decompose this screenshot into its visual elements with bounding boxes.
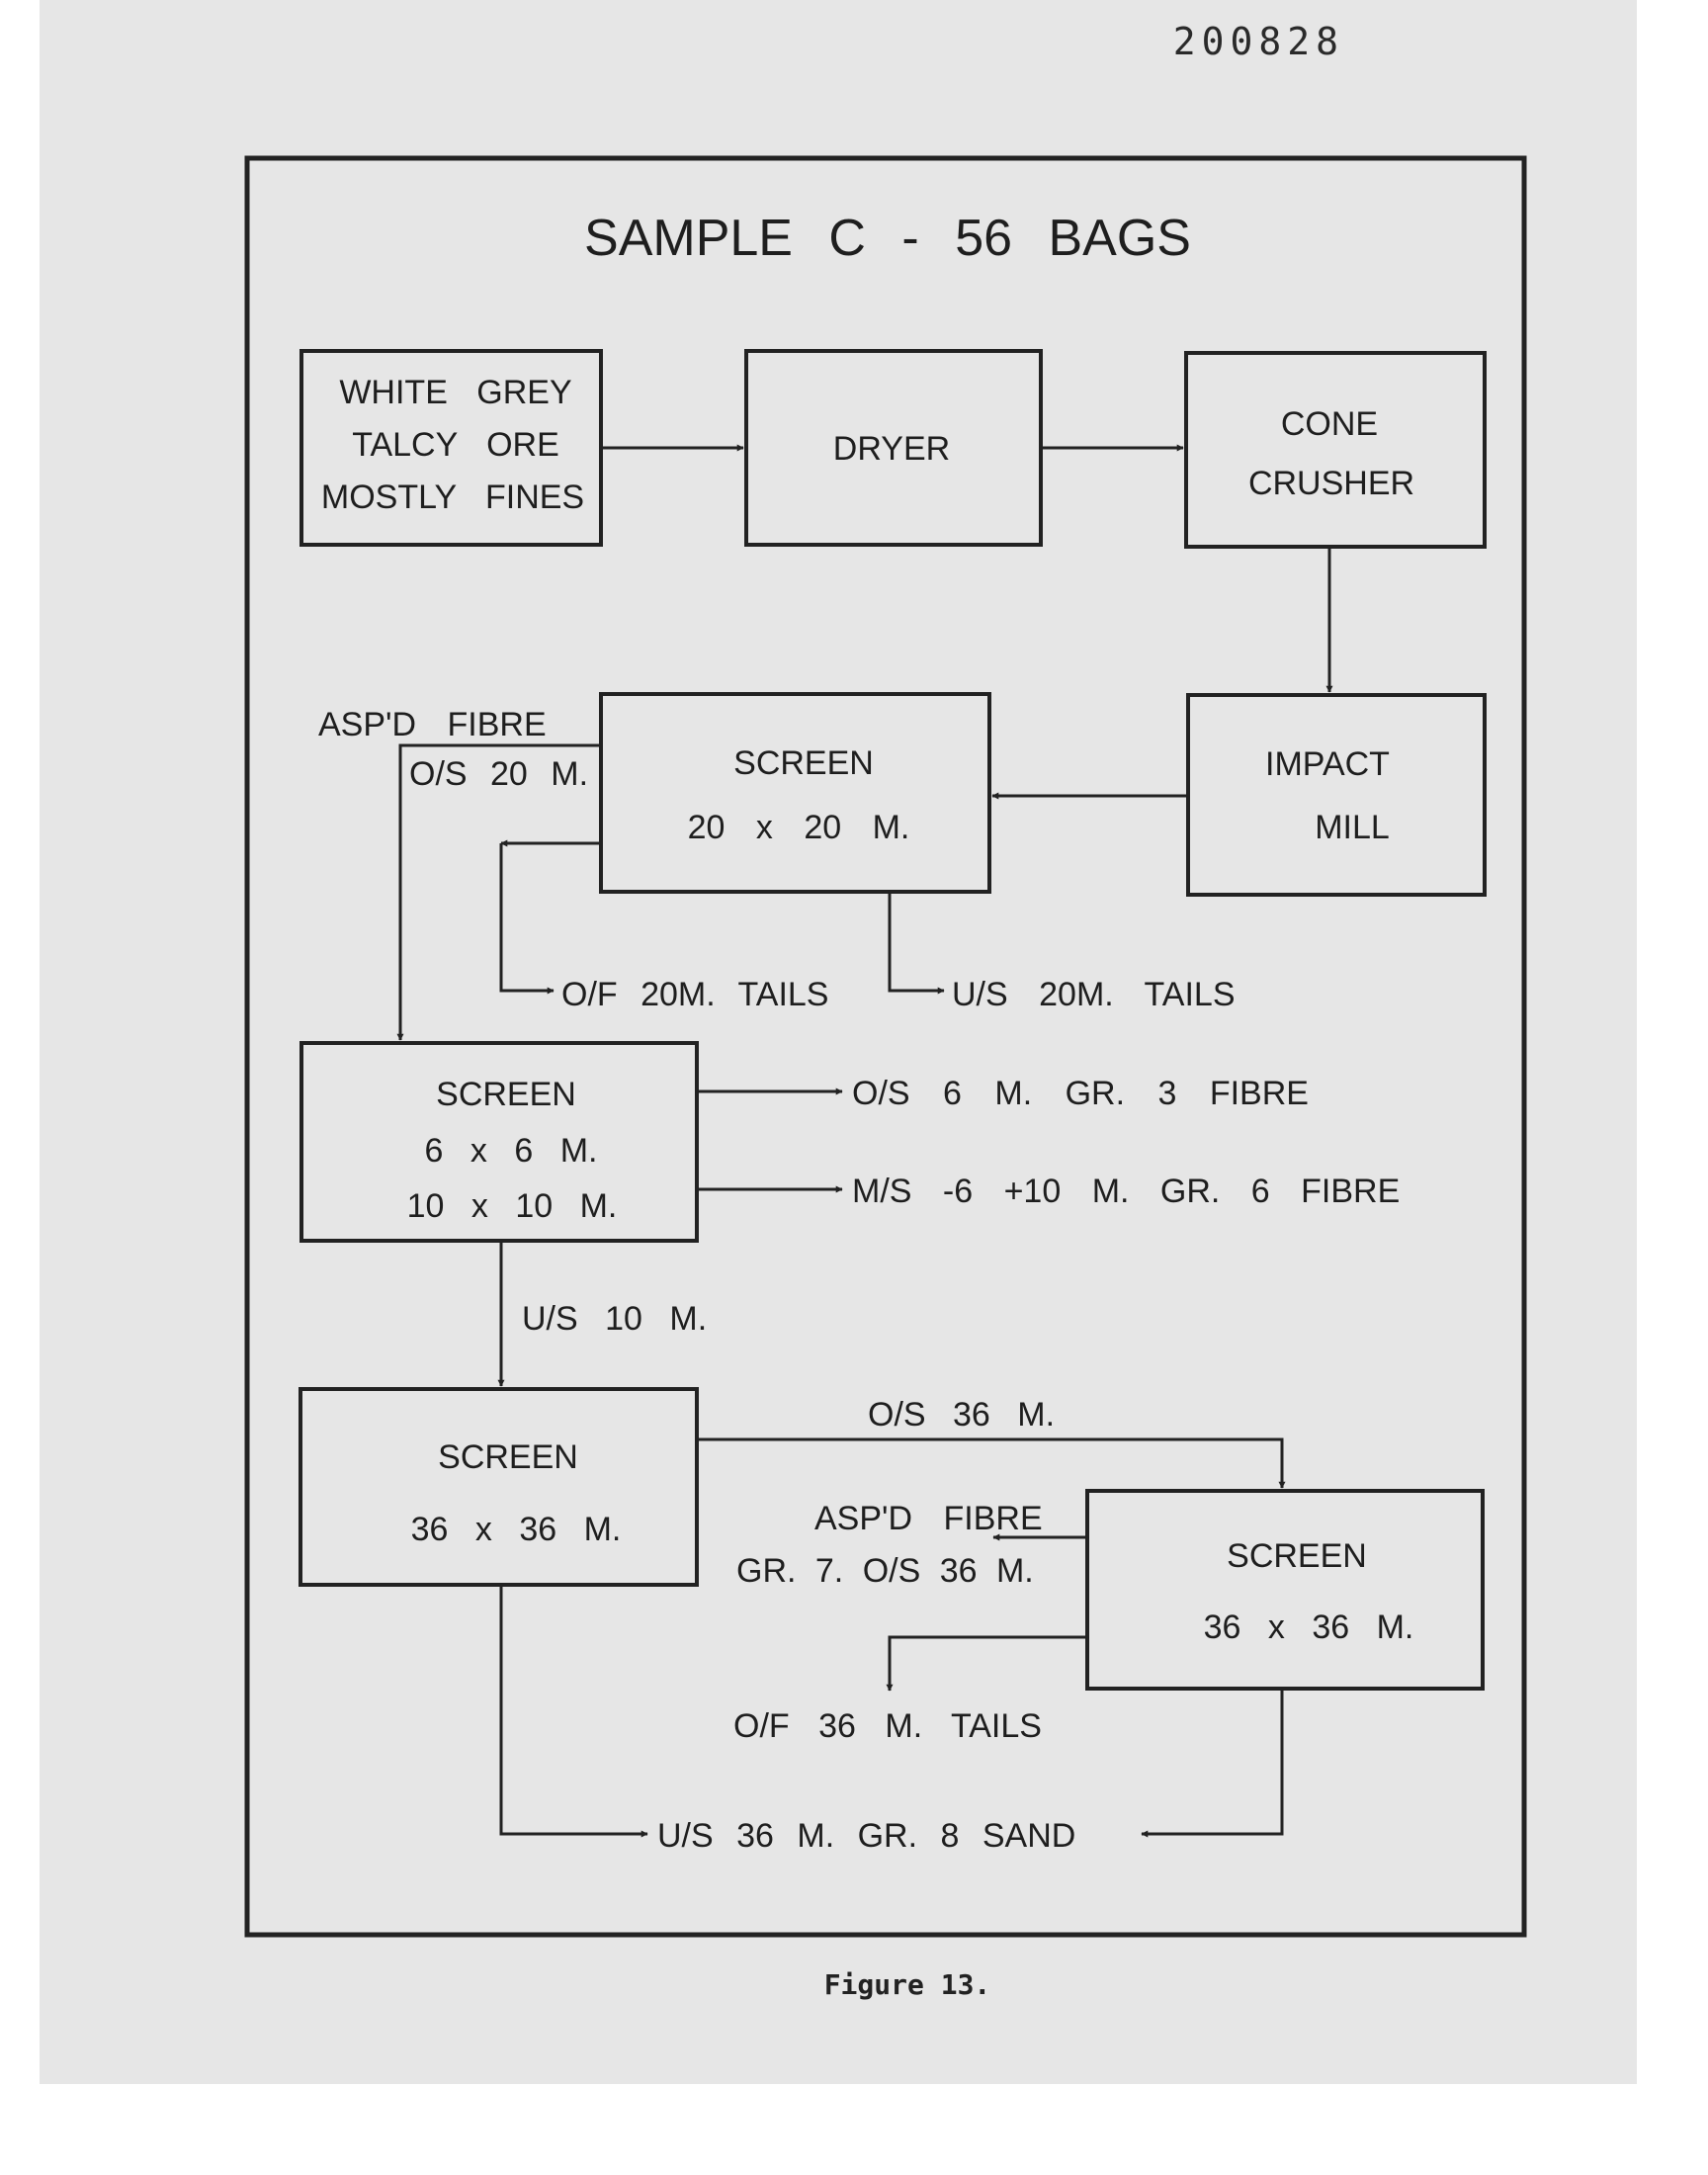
node-screen-36b: SCREEN 36 x 36 M. (1085, 1489, 1485, 1691)
label-us-10m: U/S 10 M. (522, 1300, 707, 1338)
edge-screen-36b-to-us-36m-sand (1141, 1689, 1284, 1838)
node-screen-36a: SCREEN 36 x 36 M. (299, 1387, 699, 1587)
page-number: 200828 (1173, 20, 1344, 63)
diagram-title: SAMPLE C - 56 BAGS (584, 210, 1191, 267)
label-aspd-fibre-36: ASP'D FIBRE (814, 1500, 1043, 1537)
label-of-36m-tails: O/F 36 M. TAILS (733, 1707, 1042, 1745)
node-screen-36b-box (1085, 1489, 1485, 1691)
node-cone-crusher-box (1184, 351, 1487, 549)
node-screen-20-line-2: 20 x 20 M. (688, 809, 910, 846)
node-impact-mill: IMPACT MILL (1186, 693, 1487, 897)
node-screen-20: SCREEN 20 x 20 M. (599, 692, 991, 894)
node-screen-6-10-line-2: 6 x 6 M. (425, 1132, 598, 1170)
edge-screen-20-oversize-to-screen-6-10 (396, 743, 601, 1041)
node-screen-6-10: SCREEN 6 x 6 M. 10 x 10 M. (299, 1041, 699, 1243)
edge-screen-36a-to-us-36m-sand (499, 1585, 648, 1838)
node-cone-crusher: CONE CRUSHER (1184, 351, 1487, 549)
node-cone-crusher-line-1: CONE (1281, 405, 1378, 443)
node-screen-20-box (599, 692, 991, 894)
node-impact-mill-box (1186, 693, 1487, 897)
node-ore: WHITE GREY TALCY ORE MOSTLY FINES (299, 349, 603, 547)
node-screen-6-10-line-1: SCREEN (436, 1076, 576, 1113)
node-screen-6-10-box (299, 1041, 699, 1243)
label-os-6m-gr3-fibre: O/S 6 M. GR. 3 FIBRE (852, 1075, 1309, 1112)
node-impact-mill-line-2: MILL (1315, 809, 1390, 846)
node-ore-line-3: MOSTLY FINES (321, 478, 584, 516)
diagram-border (244, 155, 1527, 1938)
edge-overflow-to-of-20m-tails (499, 843, 555, 995)
label-aspd-fibre-20: ASP'D FIBRE (318, 706, 547, 743)
node-dryer-label: DRYER (833, 430, 950, 468)
node-screen-36b-line-1: SCREEN (1227, 1537, 1367, 1575)
label-us-36m-gr8-sand: U/S 36 M. GR. 8 SAND (657, 1817, 1075, 1855)
label-gr7-os-36m: GR. 7. O/S 36 M. (736, 1552, 1034, 1590)
node-ore-line-1: WHITE GREY (339, 374, 571, 411)
node-ore-line-2: TALCY ORE (352, 426, 559, 464)
edge-screen-36a-to-screen-36b (697, 1437, 1286, 1489)
node-screen-36a-box (299, 1387, 699, 1587)
label-os-20m: O/S 20 M. (409, 755, 588, 793)
node-cone-crusher-line-2: CRUSHER (1248, 465, 1414, 502)
node-screen-36b-line-2: 36 x 36 M. (1204, 1609, 1414, 1646)
label-of-20m-tails: O/F 20M. TAILS (561, 976, 828, 1013)
label-ms-6-10-gr6-fibre: M/S -6 +10 M. GR. 6 FIBRE (852, 1173, 1400, 1210)
node-screen-6-10-line-3: 10 x 10 M. (407, 1187, 618, 1225)
label-us-20m-tails: U/S 20M. TAILS (952, 976, 1236, 1013)
label-os-36m: O/S 36 M. (868, 1396, 1055, 1434)
node-impact-mill-line-1: IMPACT (1265, 745, 1390, 783)
node-dryer: DRYER (744, 349, 1043, 547)
node-screen-36a-line-2: 36 x 36 M. (411, 1511, 622, 1548)
figure-caption: Figure 13. (824, 1968, 991, 2001)
node-screen-36a-line-1: SCREEN (438, 1438, 578, 1476)
edge-screen-20-to-us-20m-tails (888, 892, 945, 995)
edge-screen-36b-to-of-36m-tails (886, 1635, 1087, 1692)
node-screen-20-line-1: SCREEN (733, 744, 874, 782)
